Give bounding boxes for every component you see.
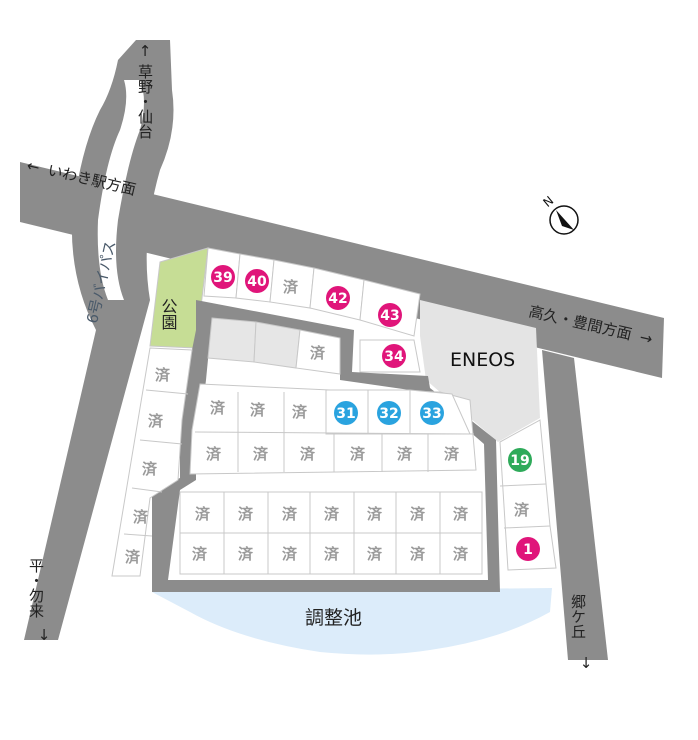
sold-label: 済 <box>282 505 298 523</box>
badge-19[interactable]: 19 <box>508 448 532 472</box>
badge-40-label: 40 <box>247 274 267 290</box>
park-label: 公園 <box>159 298 178 330</box>
badge-42-label: 42 <box>328 291 347 307</box>
left-div-4 <box>123 533 153 537</box>
east-road <box>542 350 608 660</box>
arrow-left-icon: ← <box>25 156 41 176</box>
badge-31-label: 31 <box>336 406 355 422</box>
lot-sold-grey-row <box>295 329 341 375</box>
sold-label: 済 <box>324 545 340 563</box>
badge-33-label: 33 <box>422 406 441 422</box>
right-div-1 <box>499 483 547 487</box>
sold-label: 済 <box>253 445 269 463</box>
badge-39-label: 39 <box>213 270 232 286</box>
sold-label: 済 <box>453 545 469 563</box>
sold-label: 済 <box>367 545 383 563</box>
badge-39[interactable]: 39 <box>211 265 235 289</box>
sold-label: 済 <box>195 505 211 523</box>
sold-label: 済 <box>453 505 469 523</box>
sold-label: 済 <box>350 445 366 463</box>
left-div-2 <box>139 439 183 445</box>
badge-34[interactable]: 34 <box>382 344 406 368</box>
sold-label: 済 <box>238 545 254 563</box>
sold-label: 済 <box>238 505 254 523</box>
sold-label: 済 <box>210 399 226 417</box>
badge-40[interactable]: 40 <box>245 269 269 293</box>
badge-33[interactable]: 33 <box>420 401 444 425</box>
road-label-north: ↑ 草野・仙台 <box>136 42 154 139</box>
badge-34-label: 34 <box>384 349 404 365</box>
north-label: N <box>540 193 556 209</box>
bypass-road <box>24 40 174 640</box>
road-south-west-label: 平・勿来 <box>27 558 45 618</box>
sold-label: 済 <box>250 401 266 419</box>
sold-label: 済 <box>206 445 222 463</box>
sold-label: 済 <box>367 505 383 523</box>
badge-43[interactable]: 43 <box>378 303 402 327</box>
sold-label: 済 <box>397 445 413 463</box>
sold-label: 済 <box>155 366 171 384</box>
badge-1[interactable]: 1 <box>516 537 540 561</box>
pond <box>152 588 552 655</box>
sold-label: 済 <box>324 505 340 523</box>
sold-label: 済 <box>142 460 158 478</box>
left-div-3 <box>131 487 163 493</box>
arrow-down-icon: ↓ <box>38 626 51 644</box>
right-div-2 <box>503 525 551 529</box>
left-lots <box>111 347 193 577</box>
sold-label: 済 <box>444 445 460 463</box>
arrow-up-icon: ↑ <box>139 42 152 60</box>
road-label-south-west: 平・勿来 ↓ <box>27 558 50 644</box>
sold-labels: 済 済 済 済 済 済 済 済 済 済 済 済 済 済 済 済 済 済 済 済 … <box>125 278 530 566</box>
pond-label: 調整池 <box>305 607 362 629</box>
road-north-label: 草野・仙台 <box>136 64 154 139</box>
arrow-right-icon: → <box>638 328 654 348</box>
sold-label: 済 <box>282 545 298 563</box>
middle-divider <box>194 431 475 435</box>
sold-label: 済 <box>292 403 308 421</box>
lot-grey-1 <box>207 317 257 363</box>
badge-42[interactable]: 42 <box>326 286 350 310</box>
badge-19-label: 19 <box>510 453 529 469</box>
sold-label: 済 <box>283 278 299 296</box>
lot-grey-2 <box>253 321 301 369</box>
badge-1-label: 1 <box>523 542 533 558</box>
left-div-1 <box>145 389 189 395</box>
sold-label: 済 <box>514 501 530 519</box>
sold-label: 済 <box>125 548 141 566</box>
badge-32[interactable]: 32 <box>377 401 401 425</box>
eneos-area <box>420 300 540 442</box>
sold-label: 済 <box>310 344 326 362</box>
badge-31[interactable]: 31 <box>334 401 358 425</box>
north-compass-icon: N <box>540 193 579 235</box>
eneos-label: ENEOS <box>450 349 515 371</box>
arrow-down-icon: ↓ <box>580 654 593 672</box>
road-label-south-east: 郷ケ丘 ↓ <box>569 594 592 672</box>
sold-label: 済 <box>133 508 149 526</box>
badge-32-label: 32 <box>379 406 398 422</box>
sold-label: 済 <box>410 505 426 523</box>
road-south-east-label: 郷ケ丘 <box>569 594 587 639</box>
bypass-median <box>97 80 144 300</box>
sold-label: 済 <box>410 545 426 563</box>
sold-label: 済 <box>300 445 316 463</box>
sold-label: 済 <box>192 545 208 563</box>
sold-label: 済 <box>148 412 164 430</box>
badge-43-label: 43 <box>380 308 399 324</box>
